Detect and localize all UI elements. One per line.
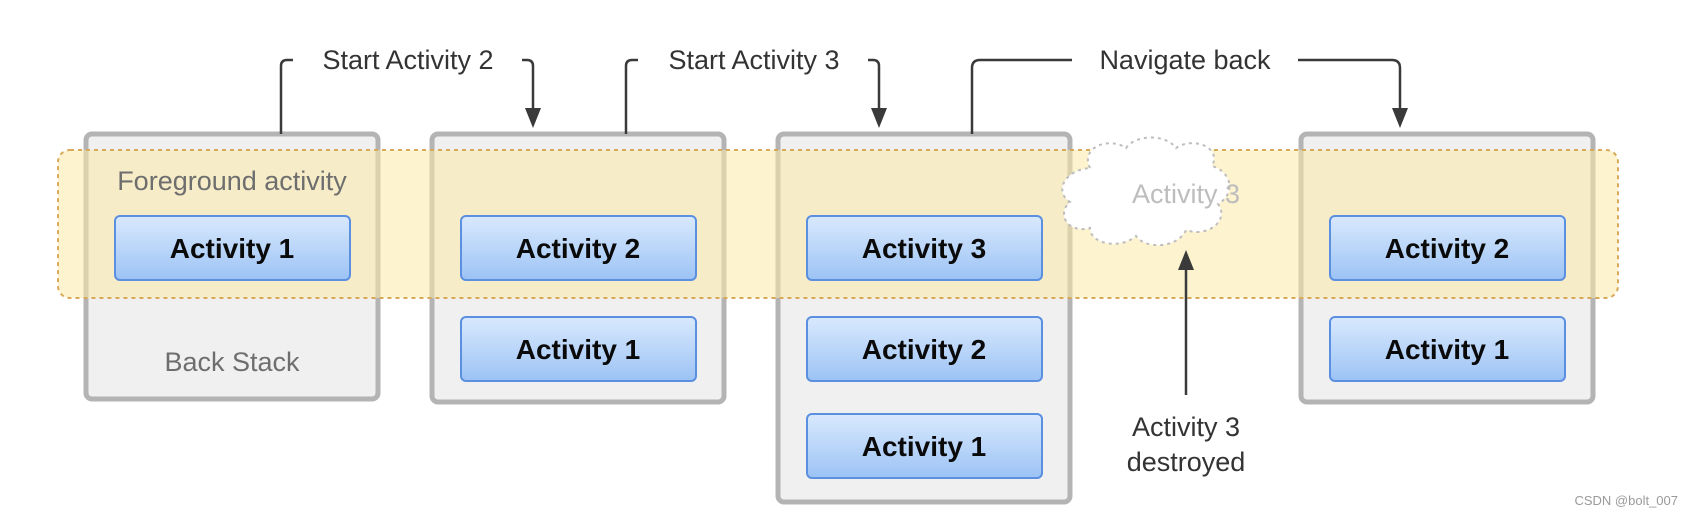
activity-box: [806, 413, 1043, 479]
activity-label: Activity 3: [862, 233, 987, 264]
stack-3-activity-3: Activity 3: [806, 215, 1043, 281]
start-activity-3-connector: [624, 58, 881, 134]
activity-label: Activity 1: [170, 233, 295, 264]
activity-box: [806, 215, 1043, 281]
stack-4-activity-2: Activity 2: [1329, 215, 1566, 281]
activity-box: [1329, 215, 1566, 281]
destroyed-activity-cloud: [1061, 136, 1231, 247]
activity-box: [806, 316, 1043, 382]
back-stack-label: Back Stack: [164, 347, 300, 377]
stack-2-activity-1: Activity 1: [460, 316, 697, 382]
activity-box: [114, 215, 351, 281]
start-activity-2-label: Start Activity 2: [322, 45, 493, 75]
activity-label: Activity 2: [1385, 233, 1510, 264]
stack-3-activity-1: Activity 1: [806, 413, 1043, 479]
activity-box: [460, 215, 697, 281]
activity-label: Activity 1: [516, 334, 641, 365]
start-activity-2-arrowhead: [525, 108, 541, 128]
activity-label: Activity 1: [1385, 334, 1510, 365]
activity-label: Activity 2: [516, 233, 641, 264]
ghost-activity-label: Activity 3: [1132, 179, 1240, 209]
watermark: CSDN @bolt_007: [1574, 493, 1678, 508]
navigate-back-arrowhead: [1392, 108, 1408, 128]
destroyed-label-line1: Activity 3: [1132, 412, 1240, 442]
activity-box: [1329, 316, 1566, 382]
destroyed-pointer-arrowhead: [1178, 250, 1194, 270]
start-activity-3-label: Start Activity 3: [668, 45, 839, 75]
start-activity-2-connector: [279, 58, 535, 134]
activity-label: Activity 2: [862, 334, 987, 365]
stack-2-activity-2: Activity 2: [460, 215, 697, 281]
navigate-back-label: Navigate back: [1099, 45, 1271, 75]
stack-3-activity-2: Activity 2: [806, 316, 1043, 382]
navigate-back-connector: [970, 58, 1402, 134]
stack-4-activity-1: Activity 1: [1329, 316, 1566, 382]
start-activity-3-arrowhead: [871, 108, 887, 128]
stack-1-activity-1: Activity 1: [114, 215, 351, 281]
destroyed-label-line2: destroyed: [1127, 447, 1246, 477]
activity-box: [460, 316, 697, 382]
foreground-activity-label: Foreground activity: [117, 166, 347, 196]
activity-label: Activity 1: [862, 431, 987, 462]
